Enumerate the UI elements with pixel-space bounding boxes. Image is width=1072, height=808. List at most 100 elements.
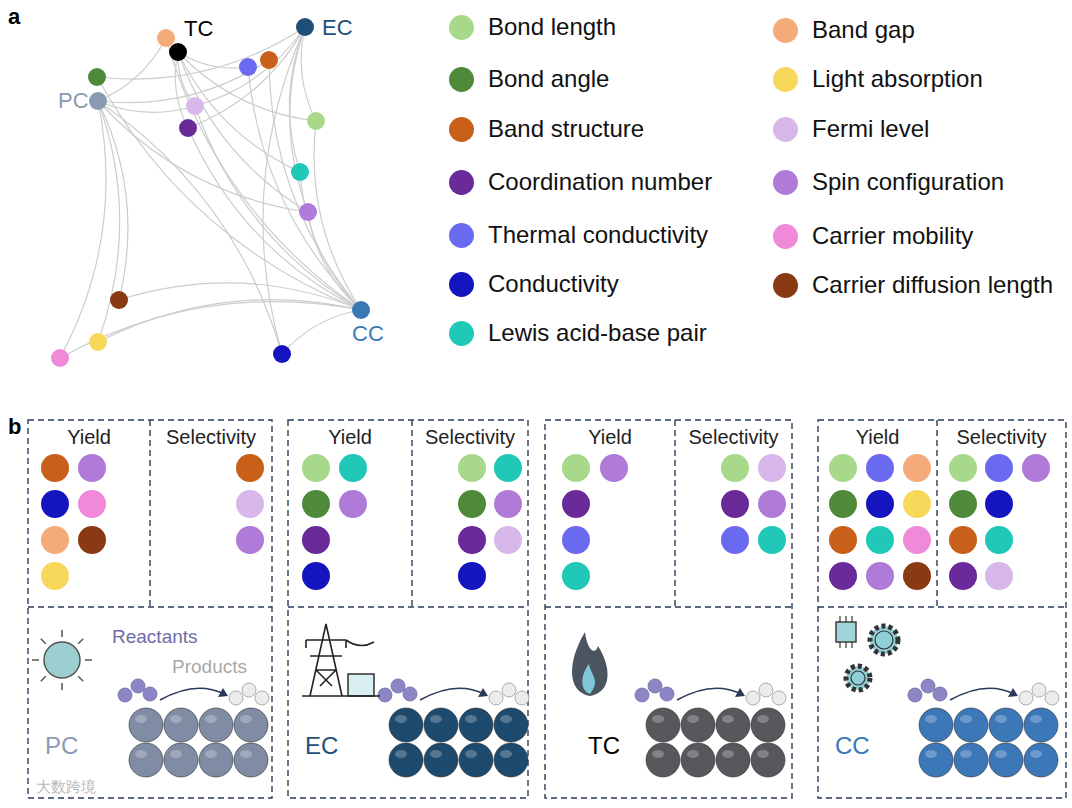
section-title: Yield [856, 426, 900, 449]
illustration-label: TC [588, 732, 620, 760]
product-ball [502, 683, 516, 697]
legend-text: Carrier mobility [812, 222, 973, 250]
property-dot [985, 490, 1013, 518]
illustration-label: EC [305, 732, 338, 760]
property-dot [866, 454, 894, 482]
legend-entry: Lewis acid-base pair [449, 318, 707, 348]
property-dot [903, 454, 931, 482]
property-dot [299, 203, 317, 221]
property-dot [458, 454, 486, 482]
legend-swatch [449, 223, 474, 248]
sphere-highlight [757, 750, 769, 758]
catalyst-sphere [989, 743, 1023, 777]
property-dot [562, 454, 590, 482]
legend-swatch [449, 272, 474, 297]
hub-dot [352, 301, 370, 319]
flame-inner [582, 664, 595, 694]
legend-text: Light absorption [812, 65, 983, 93]
sphere-highlight [395, 750, 407, 758]
catalyst-sphere [954, 708, 988, 742]
illustration-label: PC [45, 732, 78, 760]
panel-border [818, 420, 1066, 798]
hub-node: EC [322, 15, 353, 40]
property-dot [291, 163, 309, 181]
property-dot [829, 490, 857, 518]
catalyst-sphere [919, 708, 953, 742]
catalyst-sphere [459, 743, 493, 777]
property-dot [302, 526, 330, 554]
catalyst-sphere [234, 708, 268, 742]
hub-label: EC [322, 15, 353, 40]
hub-dot [296, 18, 314, 36]
property-dot [562, 526, 590, 554]
panel-letter: a [8, 4, 20, 29]
legend-entry: Conductivity [449, 269, 619, 299]
sphere-highlight [1030, 715, 1042, 723]
section-title: Selectivity [425, 426, 515, 449]
illustration-label: CC [835, 732, 870, 760]
section-title: Yield [328, 426, 372, 449]
sphere-highlight [652, 750, 664, 758]
catalyst-sphere [1024, 708, 1058, 742]
network-curve [166, 38, 361, 310]
reactant-ball [921, 679, 935, 693]
sphere-highlight [960, 715, 972, 723]
reaction-arrow [420, 688, 484, 700]
product-ball [489, 691, 503, 705]
property-dot [494, 454, 522, 482]
flame-icon [572, 632, 608, 696]
hub-label: TC [184, 16, 213, 41]
chip-pin [839, 616, 840, 622]
legend-text: Bond angle [488, 65, 609, 93]
network-curve [98, 300, 361, 342]
legend-swatch [449, 67, 474, 92]
property-dot [903, 562, 931, 590]
chip-pin [845, 616, 846, 622]
property-dot [866, 526, 894, 554]
panel-border [28, 420, 272, 798]
legend-entry: Carrier diffusion length [773, 270, 1053, 300]
legend-entry: Thermal conductivity [449, 220, 708, 250]
legend-entry: Spin configuration [773, 167, 1004, 197]
legend-entry: Band gap [773, 15, 915, 45]
catalyst-sphere [919, 743, 953, 777]
property-dot [721, 490, 749, 518]
sphere-highlight [960, 750, 972, 758]
sun-ray [78, 639, 83, 644]
property-dot [110, 291, 128, 309]
network-curve [188, 27, 305, 128]
chip-icon [836, 622, 856, 642]
section-box: Yield [288, 421, 412, 453]
property-dot [78, 526, 106, 554]
product-ball [1045, 691, 1059, 705]
catalyst-sphere [681, 743, 715, 777]
section-title: Selectivity [688, 426, 778, 449]
sphere-highlight [465, 715, 477, 723]
property-dot [307, 112, 325, 130]
section-box: Yield [28, 421, 150, 453]
network-curve [98, 101, 282, 354]
sphere-highlight [995, 715, 1007, 723]
property-dot [89, 333, 107, 351]
property-dot [78, 490, 106, 518]
sun-ray [41, 676, 46, 681]
product-ball [759, 683, 773, 697]
property-dot [949, 526, 977, 554]
legend-text: Band gap [812, 16, 915, 44]
hub-label: CC [352, 321, 384, 346]
network-curve [98, 101, 128, 300]
network-curve [178, 52, 300, 172]
property-dot [236, 454, 264, 482]
sphere-highlight [925, 750, 937, 758]
sphere-highlight [995, 750, 1007, 758]
property-dot [721, 526, 749, 554]
property-dot [260, 51, 278, 69]
legend-swatch [773, 67, 798, 92]
section-title: Yield [588, 426, 632, 449]
property-dot [721, 454, 749, 482]
legend-swatch [449, 15, 474, 40]
catalyst-sphere [389, 743, 423, 777]
sphere-highlight [500, 750, 512, 758]
catalyst-sphere [129, 743, 163, 777]
property-dot [186, 97, 204, 115]
